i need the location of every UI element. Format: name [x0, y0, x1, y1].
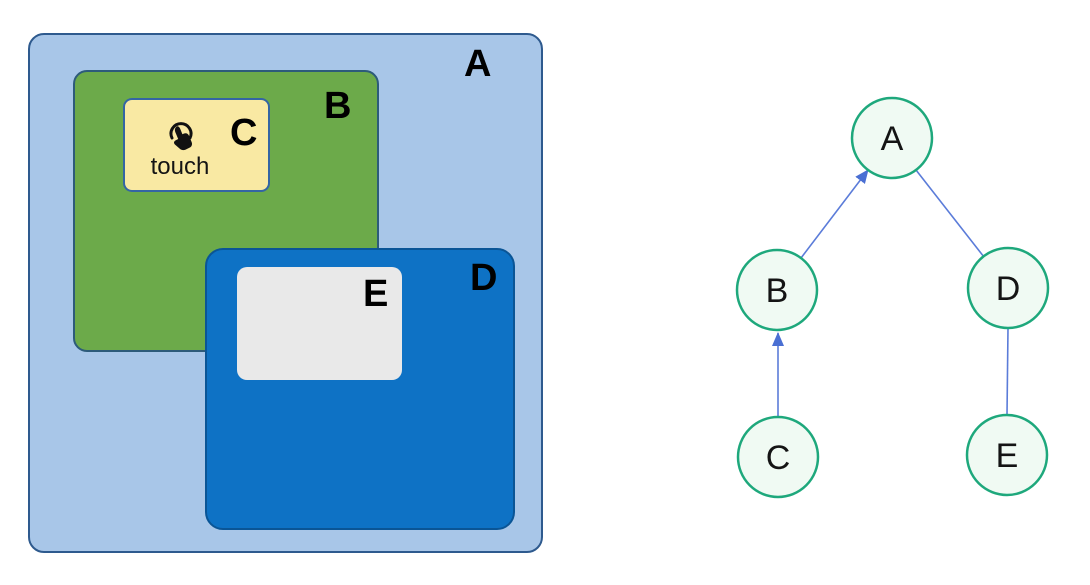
edge-a-to-d	[915, 169, 985, 258]
node-b-circle	[735, 248, 819, 332]
node-c-label: C	[766, 439, 791, 477]
node-d-circle	[966, 246, 1050, 330]
node-d-label: D	[996, 270, 1021, 308]
box-b-label: B	[324, 85, 352, 127]
graph-node-e: E	[965, 413, 1049, 497]
box-c-label: C	[230, 112, 258, 154]
touch-block: touch	[135, 114, 225, 179]
edge-b-to-a	[800, 169, 869, 259]
box-a-label: A	[464, 43, 492, 85]
box-e: E	[237, 267, 402, 380]
graph-node-c: C	[736, 415, 820, 499]
box-d-label: D	[470, 257, 498, 299]
node-a-circle	[850, 96, 934, 180]
graph-node-a: A	[850, 96, 934, 180]
tree-graph: A B D C E	[735, 96, 1050, 499]
node-e-circle	[965, 413, 1049, 497]
node-b-label: B	[766, 272, 789, 310]
touch-tap-icon	[169, 122, 193, 151]
graph-node-b: B	[735, 248, 819, 332]
node-c-circle	[736, 415, 820, 499]
edge-d-to-e	[1006, 327, 1009, 416]
node-e-label: E	[996, 437, 1019, 475]
touch-caption: touch	[150, 153, 210, 180]
box-c: touch C	[123, 98, 270, 192]
node-a-label: A	[881, 120, 904, 158]
graph-node-d: D	[966, 246, 1050, 330]
box-e-label: E	[363, 273, 389, 315]
